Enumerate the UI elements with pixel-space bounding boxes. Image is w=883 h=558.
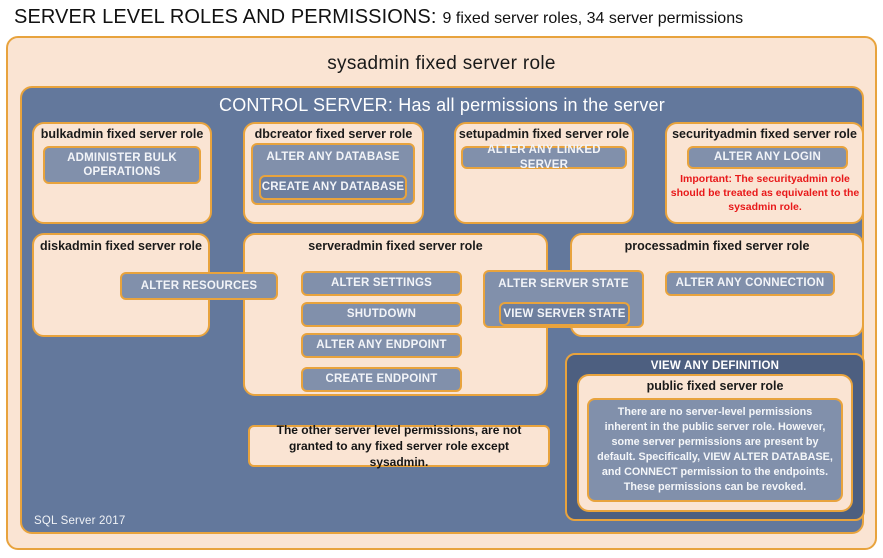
permission-view-any-definition-label: VIEW ANY DEFINITION (650, 360, 780, 372)
permission-administer-bulk-operations: ADMINISTER BULK OPERATIONS (43, 146, 201, 184)
permission-create-endpoint: CREATE ENDPOINT (301, 367, 462, 392)
permission-alter-resources: ALTER RESOURCES (120, 272, 278, 300)
page-title-main: SERVER LEVEL ROLES AND PERMISSIONS: (14, 6, 437, 28)
control-server-label: CONTROL SERVER: Has all permissions in t… (219, 94, 665, 115)
role-title-bulkadmin: bulkadmin fixed server role (40, 127, 204, 141)
footer-label: SQL Server 2017 (34, 515, 126, 527)
page-title: SERVER LEVEL ROLES AND PERMISSIONS: 9 fi… (14, 6, 874, 32)
securityadmin-warning-note: Important: The securityadmin role should… (670, 173, 860, 213)
permission-alter-any-endpoint: ALTER ANY ENDPOINT (301, 333, 462, 358)
other-permissions-note: The other server level permissions, are … (248, 423, 550, 469)
permission-view-server-state: VIEW SERVER STATE (499, 302, 630, 326)
page-title-subtitle: 9 fixed server roles, 34 server permissi… (442, 10, 744, 27)
role-title-processadmin: processadmin fixed server role (624, 239, 810, 253)
role-title-dbcreator: dbcreator fixed server role (254, 127, 413, 141)
role-title-securityadmin: securityadmin fixed server role (672, 127, 857, 141)
role-card-securityadmin (665, 122, 864, 224)
public-role-note: There are no server-level permissions in… (587, 398, 843, 502)
role-title-diskadmin: diskadmin fixed server role (40, 239, 202, 253)
permission-alter-settings: ALTER SETTINGS (301, 271, 462, 296)
role-title-public: public fixed server role (646, 379, 784, 393)
role-title-setupadmin: setupadmin fixed server role (458, 127, 630, 141)
sysadmin-role-label: sysadmin fixed server role (327, 53, 556, 74)
permission-alter-any-linked-server: ALTER ANY LINKED SERVER (461, 144, 627, 171)
permission-alter-any-login: ALTER ANY LOGIN (687, 146, 848, 169)
permission-create-any-database: CREATE ANY DATABASE (259, 175, 407, 200)
permission-alter-any-connection: ALTER ANY CONNECTION (665, 271, 835, 296)
permission-shutdown: SHUTDOWN (301, 302, 462, 327)
role-title-serveradmin: serveradmin fixed server role (308, 239, 483, 253)
role-card-setupadmin (454, 122, 634, 224)
